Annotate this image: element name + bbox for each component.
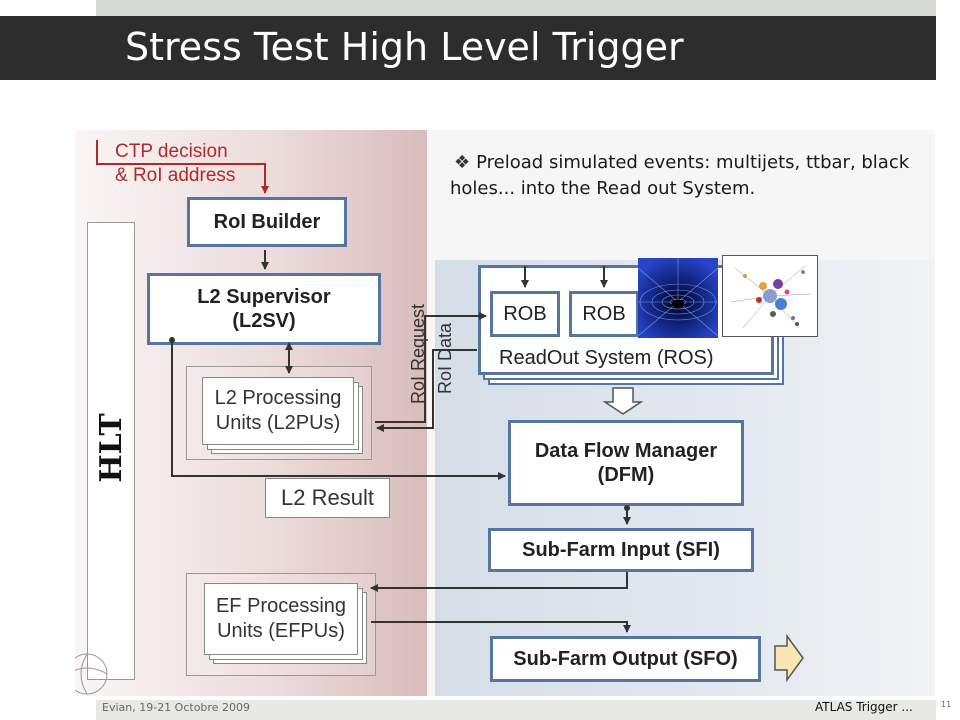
data-flow-manager-box: Data Flow Manager (DFM) xyxy=(508,420,744,506)
rob-label-2: ROB xyxy=(582,302,626,325)
l2-processing-line1: L2 Processing xyxy=(214,387,342,409)
sfo-output-arrow xyxy=(774,633,804,683)
top-strip xyxy=(96,0,936,16)
efpu-sfo-arrow xyxy=(371,621,631,633)
footer-talk-title: ATLAS Trigger ... xyxy=(815,700,913,714)
l2-supervisor-line2: (L2SV) xyxy=(232,310,296,332)
ctp-decision-text: CTP decision xyxy=(115,141,228,162)
readout-system-label: ReadOut System (ROS) xyxy=(499,347,714,369)
l2sv-dfm-arrow xyxy=(171,340,506,480)
ctp-decision-label: CTP decision & RoI address xyxy=(115,140,235,188)
l2-processing-line2: Units (L2PUs) xyxy=(215,412,341,434)
rob-box-1: ROB xyxy=(490,291,560,337)
black-hole-image xyxy=(638,258,718,338)
sfi-label: Sub-Farm Input (SFI) xyxy=(522,539,720,561)
diamond-bullet-icon: ❖ xyxy=(454,152,471,173)
bullet-text: Preload simulated events: multijets, ttb… xyxy=(450,152,910,199)
sfi-efpu-arrow xyxy=(370,572,628,592)
roi-builder-label: RoI Builder xyxy=(213,211,321,233)
bullet-point: ❖Preload simulated events: multijets, tt… xyxy=(450,150,960,202)
roi-builder-box: RoI Builder xyxy=(187,197,347,247)
ef-processing-line2: Units (EFPUs) xyxy=(217,620,345,642)
roi-request-arrow xyxy=(375,312,487,423)
l2-result-label: L2 Result xyxy=(281,485,374,511)
rob-box-2: ROB xyxy=(569,291,639,337)
l2-supervisor-line1: L2 Supervisor xyxy=(197,286,331,308)
particle-diagram-image xyxy=(722,255,818,337)
footer-event-date: Evian, 19-21 Octobre 2009 xyxy=(102,701,250,714)
hlt-diagram: HLT CTP decision & RoI address RoI Build… xyxy=(75,130,935,696)
l2-supervisor-box: L2 Supervisor (L2SV) xyxy=(147,273,381,345)
footer-bar xyxy=(96,700,936,720)
slide-title: Stress Test High Level Trigger xyxy=(125,25,684,69)
rob-label-1: ROB xyxy=(503,302,547,325)
ef-processing-units-box: EF Processing Units (EFPUs) xyxy=(204,583,358,655)
dfm-line2: (DFM) xyxy=(597,464,655,486)
ros-dfm-arrow xyxy=(602,387,644,415)
sfo-label: Sub-Farm Output (SFO) xyxy=(513,648,738,670)
hlt-box xyxy=(87,222,135,680)
roi-data-arrow xyxy=(376,349,477,432)
roi-address-text: & RoI address xyxy=(115,165,236,186)
ef-processing-line1: EF Processing xyxy=(215,595,347,617)
globe-icon xyxy=(75,653,108,695)
page-number: 11 xyxy=(941,700,952,709)
sub-farm-input-box: Sub-Farm Input (SFI) xyxy=(488,528,754,572)
l2-result-box: L2 Result xyxy=(265,478,390,518)
l2-processing-units-box: L2 Processing Units (L2PUs) xyxy=(202,377,354,445)
ctp-arrow xyxy=(96,140,269,194)
dfm-line1: Data Flow Manager xyxy=(534,440,718,462)
title-bar xyxy=(0,16,936,80)
connector-arrows xyxy=(75,140,804,695)
sub-farm-output-box: Sub-Farm Output (SFO) xyxy=(490,636,761,682)
